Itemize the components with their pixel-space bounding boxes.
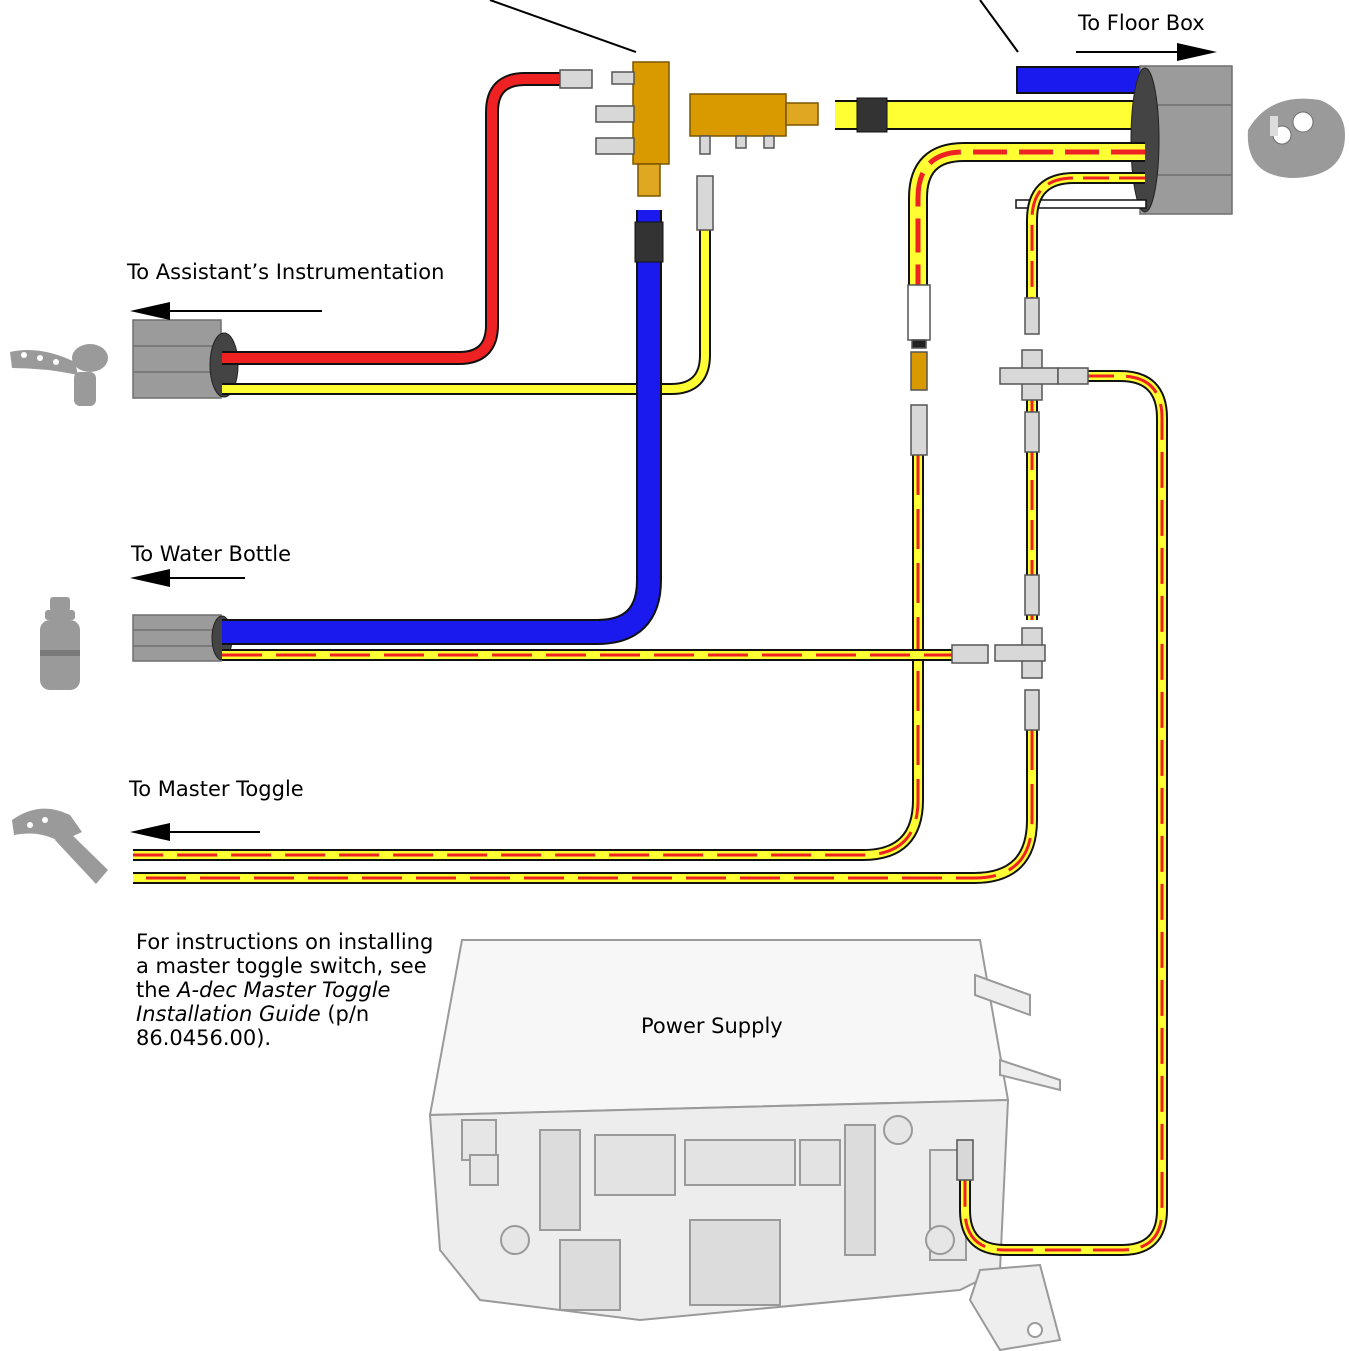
label-to-floor-box: To Floor Box [1077, 11, 1205, 35]
water-bottle-icon [40, 597, 80, 690]
label-to-master-toggle: To Master Toggle [128, 777, 304, 801]
striped-line-2 [1026, 172, 1145, 300]
leader-line-left [489, 0, 637, 53]
assistant-instrumentation-icon [10, 344, 108, 406]
master-toggle-line-2 [133, 730, 1038, 884]
floor-box-icon [1247, 98, 1345, 178]
guide-title: A-dec Master Toggle Installation Guide [136, 978, 391, 1026]
label-to-water-bottle: To Water Bottle [130, 542, 291, 566]
manifold-left [595, 61, 670, 197]
master-toggle-line-1 [133, 455, 924, 861]
label-to-assistant: To Assistant’s Instrumentation [126, 260, 444, 284]
installation-note: For instructions on installing a master … [136, 930, 436, 1050]
power-supply-air-line [959, 370, 1168, 1256]
main-air-nut [856, 97, 888, 133]
striped-line-1 [908, 142, 1145, 320]
fittings [559, 69, 1089, 1181]
arrow-to-assistant [130, 302, 322, 320]
arrow-to-master-toggle [130, 823, 260, 841]
leader-line-right [979, 0, 1019, 53]
power-supply-icon [428, 939, 1062, 1351]
red-line [222, 72, 590, 365]
label-power-supply: Power Supply [641, 1014, 783, 1038]
note-text: For instructions on installing a master … [136, 930, 434, 1002]
water-bottle-conduit [132, 614, 233, 662]
master-toggle-icon [12, 808, 108, 884]
arrow-to-water-bottle [130, 569, 245, 587]
manifold-right [689, 93, 819, 155]
note-part-number: (p/n 86.0456.00). [136, 1002, 370, 1050]
arrow-to-floor-box [1076, 43, 1217, 61]
water-line-nut [634, 221, 664, 263]
